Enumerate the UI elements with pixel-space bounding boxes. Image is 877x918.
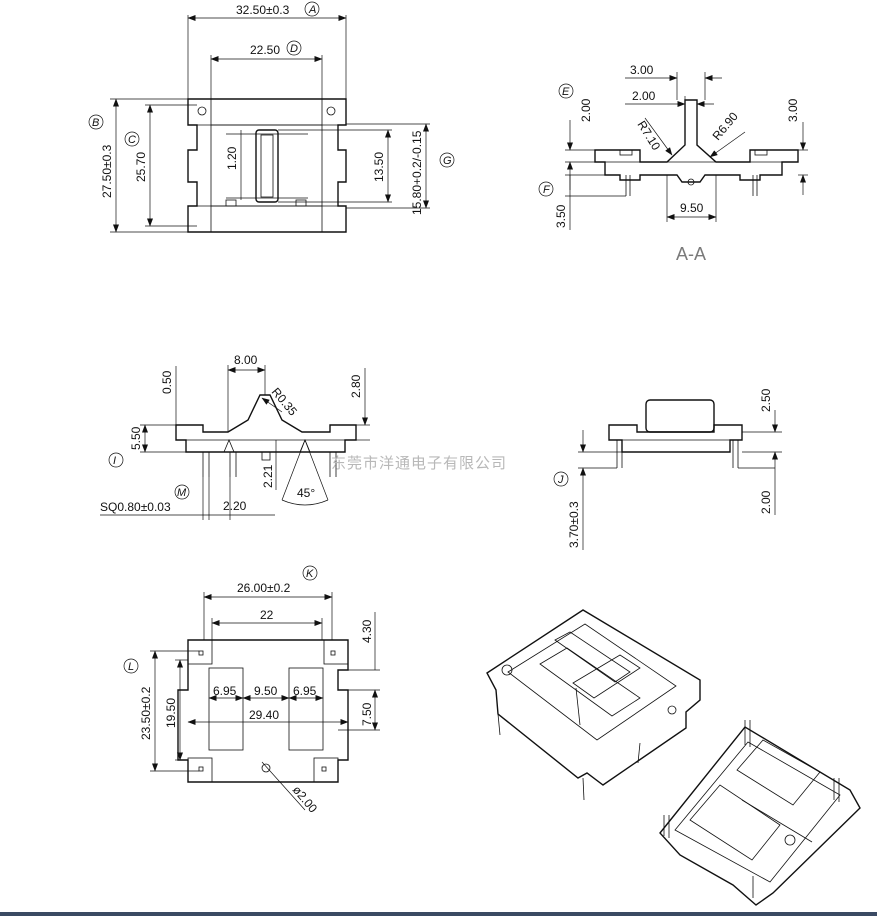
tag-j: J [557, 474, 564, 486]
dim-section-3-right: 3.00 [786, 98, 800, 122]
dim-side-2-20: 2.20 [223, 499, 247, 513]
tag-a: A [308, 4, 316, 16]
radius-7-10: R7.10 [634, 118, 663, 153]
top-view-outline [187, 98, 347, 233]
tag-l: L [128, 661, 134, 673]
dim-bottom-29-40: 29.40 [249, 708, 279, 722]
pin-square-size: SQ0.80±0.03 [100, 500, 171, 514]
dim-section-2-top: 2.00 [632, 89, 656, 103]
section-view: 3.00 2.00 2.00 E 3.00 R7.10 R6.90 9.50 [538, 63, 808, 264]
center-tongue [255, 129, 279, 203]
isometric-view-top [486, 609, 701, 801]
dim-section-3-50: 3.50 [554, 204, 568, 228]
angle-45: 45° [297, 486, 315, 500]
pad-left [208, 667, 244, 751]
mount-hole [326, 106, 336, 116]
bottom-view: 26.00±0.2 K 22 4.30 23.50±0.2 L 19.50 6.… [123, 565, 380, 816]
end-view-housing [645, 399, 715, 433]
dim-side-8-00: 8.00 [234, 353, 258, 367]
dim-bottom-7-50: 7.50 [360, 702, 374, 726]
iso-bottom-outline [659, 726, 861, 906]
dim-side-2-21: 2.21 [261, 464, 275, 488]
tag-e: E [562, 86, 570, 98]
pin [582, 777, 585, 801]
dim-bottom-19-50: 19.50 [164, 698, 178, 728]
dim-bottom-6-95-right: 6.95 [293, 684, 317, 698]
dim-end-2-50: 2.50 [759, 388, 773, 412]
dim-side-0-50: 0.50 [160, 370, 174, 394]
pad-right [288, 667, 324, 751]
section-outline [594, 99, 799, 183]
dim-section-9-50: 9.50 [680, 201, 704, 215]
dim-bottom-6-95-left: 6.95 [213, 684, 237, 698]
tag-i: I [113, 455, 116, 467]
tag-d: D [290, 43, 298, 55]
iso-top-outline [486, 609, 701, 786]
dim-section-2-left: 2.00 [579, 98, 593, 122]
dim-bottom-26: 26.00±0.2 [237, 581, 291, 595]
dim-side-5-50: 5.50 [129, 426, 143, 450]
dim-overall-width: 32.50±0.3 [236, 3, 290, 17]
dim-inner-width: 22.50 [250, 43, 280, 57]
dim-tongue-length: 13.50 [372, 152, 386, 182]
tag-m: M [177, 487, 187, 499]
dim-inner-depth: 25.70 [134, 152, 148, 182]
dim-bottom-23-50: 23.50±0.2 [139, 686, 153, 740]
tag-k: K [306, 568, 314, 580]
end-view: 2.50 2.00 3.70±0.3 J [553, 388, 782, 550]
side-view: 8.00 0.50 R0.35 2.80 5.50 I 2.21 45° 2.2… [100, 353, 370, 520]
dim-bottom-22: 22 [260, 608, 274, 622]
dim-overall-depth: 27.50±0.3 [100, 144, 114, 198]
dim-bottom-phi: ø2.00 [290, 783, 321, 816]
dim-end-2-00: 2.00 [759, 490, 773, 514]
dim-bottom-9-50: 9.50 [254, 684, 278, 698]
section-title: A-A [676, 244, 706, 264]
top-view: 32.50±0.3 A 22.50 D 27.50±0.3 B 25.70 C … [88, 1, 455, 233]
pin [497, 713, 501, 736]
tag-g: G [443, 155, 452, 167]
isometric-view-bottom [659, 720, 861, 906]
dim-section-3-top: 3.00 [630, 63, 654, 77]
tag-b: B [92, 117, 99, 129]
tag-f: F [543, 184, 551, 196]
tag-c: C [128, 134, 136, 146]
locating-hole [261, 763, 271, 773]
side-view-outline [175, 394, 357, 453]
dim-side-2-80: 2.80 [349, 374, 363, 398]
end-view-base [608, 424, 743, 453]
dim-bottom-4-30: 4.30 [360, 619, 374, 643]
mount-hole [197, 106, 207, 116]
dim-g: 15.80+0.2/-0.15 [410, 130, 424, 215]
dim-end-3-70: 3.70±0.3 [567, 501, 581, 548]
bottom-rule [0, 912, 877, 916]
dim-wall-thickness: 1.20 [225, 146, 239, 170]
watermark-text: 东莞市洋通电子有限公司 [331, 454, 507, 472]
